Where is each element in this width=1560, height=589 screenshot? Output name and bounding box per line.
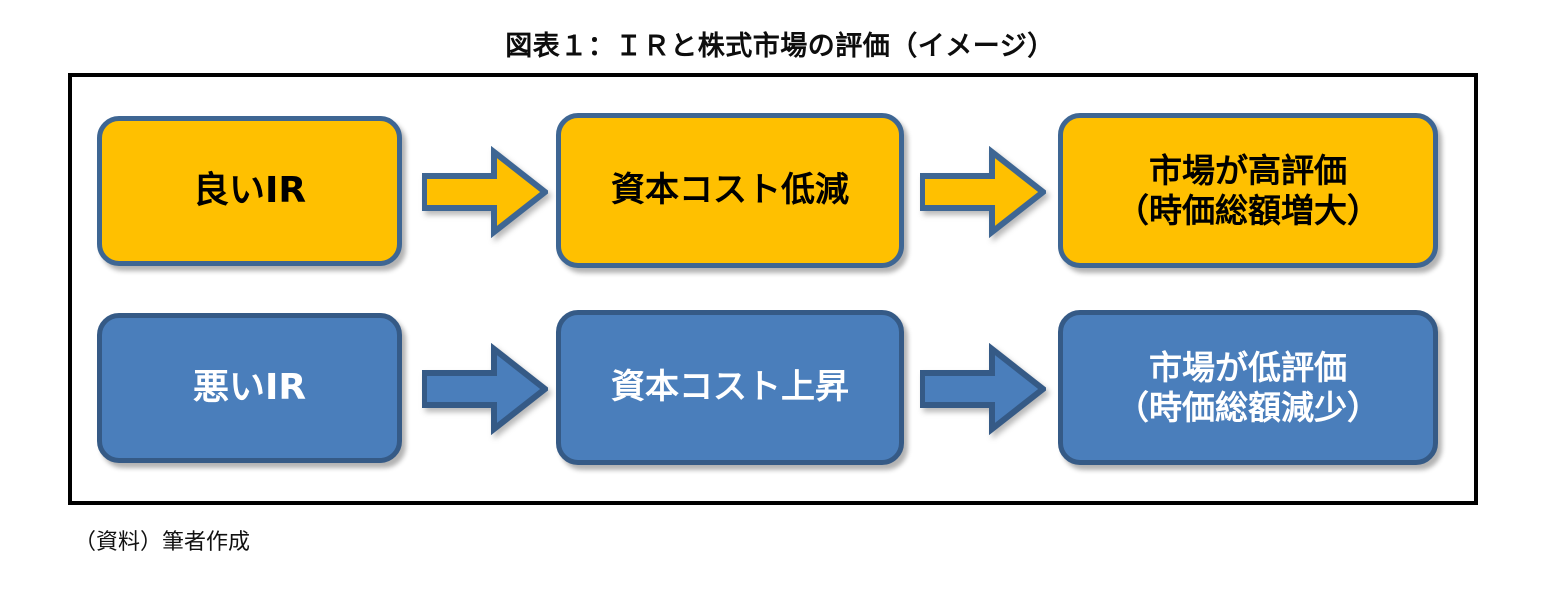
flow-row-negative: 悪いIR 資本コスト上昇 市場が低評価 （時価総額減少） <box>72 310 1474 465</box>
node-cost-decrease[interactable]: 資本コスト低減 <box>556 113 904 268</box>
node-cost-increase[interactable]: 資本コスト上昇 <box>556 310 904 465</box>
node-low-valuation-text: 市場が低評価 （時価総額減少） <box>1063 348 1433 427</box>
arrow-cost-decrease-to-high-valuation <box>920 146 1046 238</box>
arrow-good-ir-to-cost-decrease <box>422 146 548 238</box>
node-cost-increase-label: 資本コスト上昇 <box>611 367 849 408</box>
arrow-bad-ir-to-cost-increase <box>422 343 548 435</box>
node-cost-decrease-label: 資本コスト低減 <box>611 170 849 211</box>
node-low-valuation-line1: 市場が低評価 <box>1149 347 1347 387</box>
node-high-valuation-line2: （時価総額増大） <box>1116 190 1380 230</box>
arrow-cost-increase-to-low-valuation <box>920 343 1046 435</box>
node-good-ir-label: 良いIR <box>192 170 307 212</box>
node-low-valuation-line2: （時価総額減少） <box>1116 387 1380 427</box>
node-bad-ir[interactable]: 悪いIR <box>97 313 402 463</box>
diagram-frame: 良いIR 資本コスト低減 市場が高評価 （時価総額増大） 悪いIR <box>68 73 1478 505</box>
flow-row-positive: 良いIR 資本コスト低減 市場が高評価 （時価総額増大） <box>72 113 1474 268</box>
node-low-valuation[interactable]: 市場が低評価 （時価総額減少） <box>1058 310 1438 465</box>
node-high-valuation-line1: 市場が高評価 <box>1149 150 1347 190</box>
node-bad-ir-label: 悪いIR <box>192 367 307 409</box>
node-good-ir[interactable]: 良いIR <box>97 116 402 266</box>
node-high-valuation-text: 市場が高評価 （時価総額増大） <box>1063 151 1433 230</box>
source-note: （資料）筆者作成 <box>74 530 251 555</box>
node-high-valuation[interactable]: 市場が高評価 （時価総額増大） <box>1058 113 1438 268</box>
figure-title: 図表１：ＩＲと株式市場の評価（イメージ） <box>505 31 1055 62</box>
